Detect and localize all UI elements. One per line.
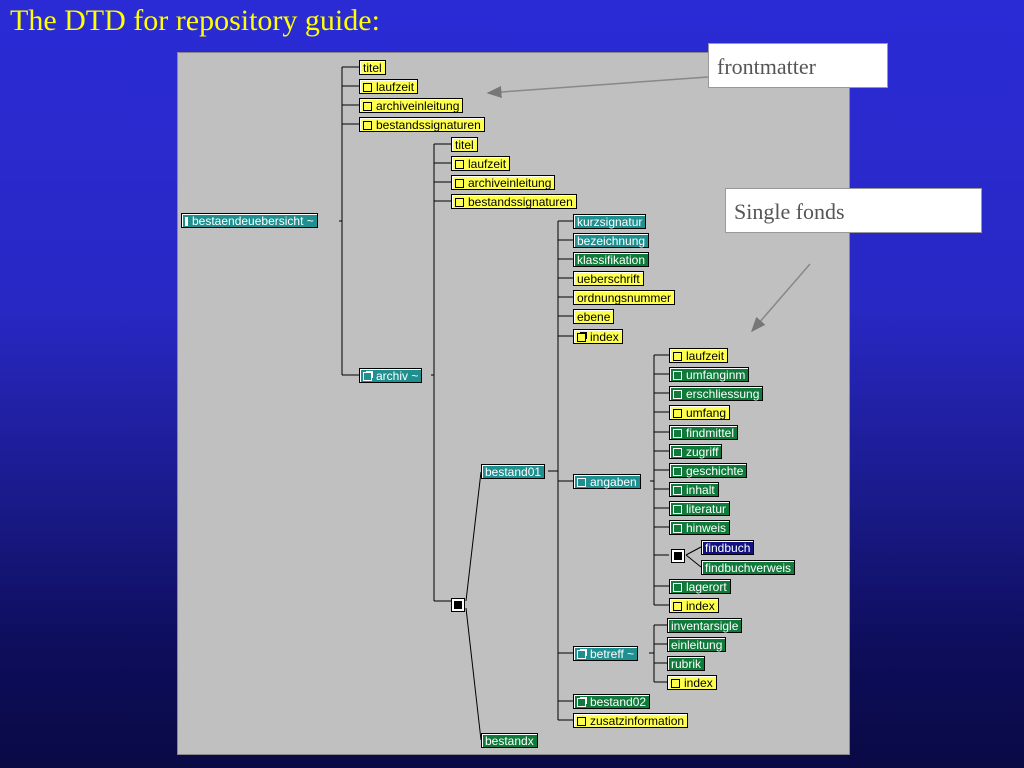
node-bestand-index[interactable]: index xyxy=(573,329,623,344)
optional-icon xyxy=(363,83,372,92)
optional-icon xyxy=(577,717,586,726)
node-rubrik[interactable]: rubrik xyxy=(667,656,706,671)
sequence-icon xyxy=(185,217,188,226)
node-ueberschrift[interactable]: ueberschrift xyxy=(573,271,644,286)
optional-icon xyxy=(673,505,682,514)
dtd-tree-panel: bestaendeuebersicht ~ titel laufzeit arc… xyxy=(177,52,850,755)
optional-icon xyxy=(673,429,682,438)
node-inventarsigle[interactable]: inventarsigle xyxy=(667,618,743,633)
node-archiv-bestandssignaturen[interactable]: bestandssignaturen xyxy=(451,194,577,209)
node-findmittel[interactable]: findmittel xyxy=(669,425,739,440)
optional-icon xyxy=(673,583,682,592)
choice-icon[interactable] xyxy=(451,598,465,612)
optional-icon xyxy=(673,390,682,399)
node-hinweis[interactable]: hinweis xyxy=(669,520,731,535)
repeatable-icon xyxy=(577,698,586,707)
node-zugriff[interactable]: zugriff xyxy=(669,444,723,459)
node-angaben-index[interactable]: index xyxy=(669,598,719,613)
node-ebene[interactable]: ebene xyxy=(573,309,615,324)
node-lagerort[interactable]: lagerort xyxy=(669,579,731,594)
optional-icon xyxy=(673,602,682,611)
node-angaben[interactable]: angaben xyxy=(573,474,641,489)
callout-frontmatter: frontmatter xyxy=(708,43,888,88)
optional-icon xyxy=(671,679,680,688)
node-angaben-laufzeit[interactable]: laufzeit xyxy=(669,348,729,363)
node-bestand02[interactable]: bestand02 xyxy=(573,694,651,709)
node-findbuch[interactable]: findbuch xyxy=(701,540,755,555)
findbuch-choice-icon[interactable] xyxy=(671,549,685,563)
node-umfang[interactable]: umfang xyxy=(669,405,731,420)
node-archiv-laufzeit[interactable]: laufzeit xyxy=(451,156,511,171)
node-erschliessung[interactable]: erschliessung xyxy=(669,386,764,401)
optional-icon xyxy=(363,121,372,130)
node-literatur[interactable]: literatur xyxy=(669,501,731,516)
node-ordnungsnummer[interactable]: ordnungsnummer xyxy=(573,290,676,305)
node-archiv[interactable]: archiv ~ xyxy=(359,368,423,383)
node-bestandx[interactable]: bestandx xyxy=(481,733,538,748)
optional-icon xyxy=(455,160,464,169)
node-betreff[interactable]: betreff ~ xyxy=(573,646,639,661)
node-klassifikation[interactable]: klassifikation xyxy=(573,252,650,267)
node-umfanginm[interactable]: umfanginm xyxy=(669,367,750,382)
optional-icon xyxy=(455,198,464,207)
optional-icon xyxy=(673,371,682,380)
tree-connector-lines xyxy=(339,66,702,741)
node-archiv-archiveinleitung[interactable]: archiveinleitung xyxy=(451,175,556,190)
node-titel[interactable]: titel xyxy=(359,60,386,75)
optional-icon xyxy=(673,524,682,533)
node-bestandssignaturen[interactable]: bestandssignaturen xyxy=(359,117,485,132)
optional-icon xyxy=(673,409,682,418)
optional-icon xyxy=(673,467,682,476)
optional-icon xyxy=(673,352,682,361)
node-bestaendeuebersicht[interactable]: bestaendeuebersicht ~ xyxy=(181,213,318,228)
optional-icon xyxy=(673,448,682,457)
repeatable-icon xyxy=(363,372,372,381)
node-archiveinleitung[interactable]: archiveinleitung xyxy=(359,98,464,113)
node-laufzeit[interactable]: laufzeit xyxy=(359,79,419,94)
node-zusatzinformation[interactable]: zusatzinformation xyxy=(573,713,689,728)
optional-icon xyxy=(455,179,464,188)
node-findbuchverweis[interactable]: findbuchverweis xyxy=(701,560,796,575)
optional-icon xyxy=(673,486,682,495)
node-betreff-index[interactable]: index xyxy=(667,675,717,690)
node-bestand01[interactable]: bestand01 xyxy=(481,464,546,479)
repeatable-icon xyxy=(577,650,586,659)
node-inhalt[interactable]: inhalt xyxy=(669,482,719,497)
node-geschichte[interactable]: geschichte xyxy=(669,463,748,478)
node-archiv-titel[interactable]: titel xyxy=(451,137,478,152)
repeatable-icon xyxy=(577,333,586,342)
node-kurzsignatur[interactable]: kurzsignatur xyxy=(573,214,647,229)
node-bezeichnung[interactable]: bezeichnung xyxy=(573,233,650,248)
callout-single-fonds: Single fonds xyxy=(725,188,982,233)
optional-icon xyxy=(577,478,586,487)
node-einleitung[interactable]: einleitung xyxy=(667,637,727,652)
optional-icon xyxy=(363,102,372,111)
slide-title: The DTD for repository guide: xyxy=(10,4,380,37)
